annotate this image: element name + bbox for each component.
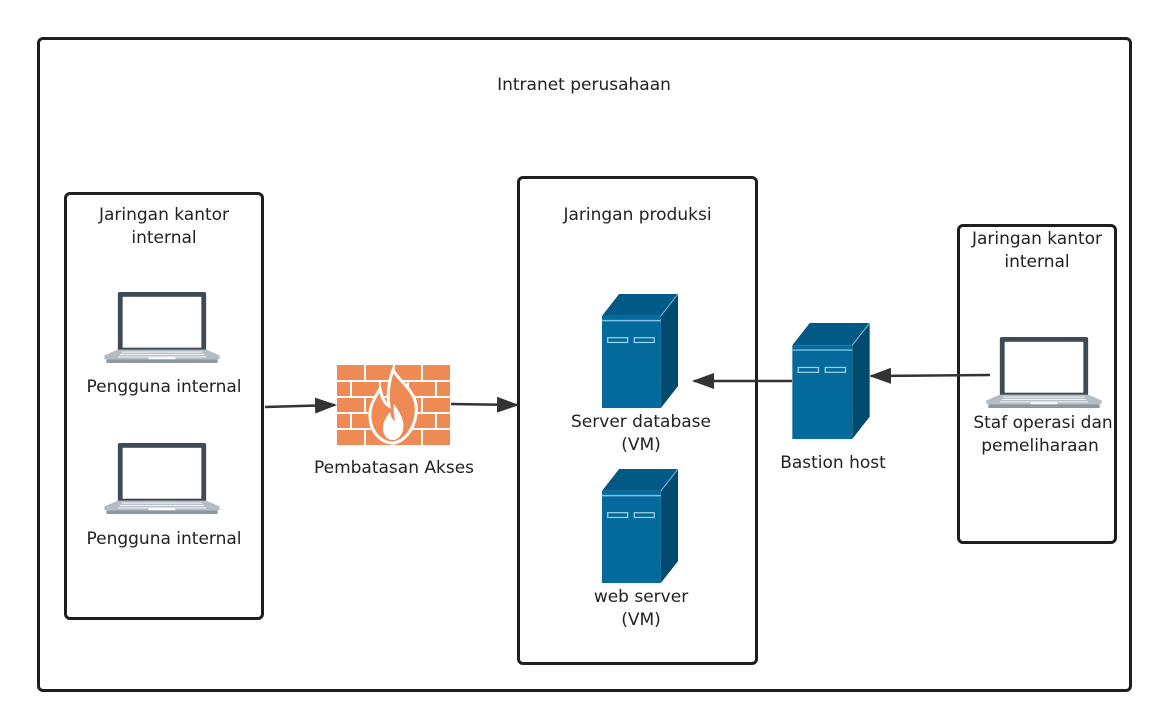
bastion-server-icon [792, 323, 870, 439]
right-group-title-line1: Jaringan kantor [971, 229, 1103, 249]
laptop-icon [104, 292, 220, 364]
production-network [517, 176, 758, 665]
db-server-label-line2: (VM) [621, 435, 661, 455]
firewall-label: Pembatasan Akses [313, 458, 475, 478]
web-server-label-line2: (VM) [621, 610, 661, 630]
arrow-ops-to-bastion [869, 367, 991, 384]
left-group-title-line1: Jaringan kantor [98, 205, 230, 225]
ops-staff-label-line1: Staf operasi dan [973, 413, 1113, 433]
laptop-icon [104, 443, 220, 515]
db-server-label-line1: Server database [571, 412, 711, 432]
laptop-icon [986, 337, 1102, 409]
firewall-icon [337, 365, 450, 445]
bastion-label: Bastion host [780, 453, 886, 473]
left-group-title-line2: internal [131, 228, 197, 248]
right-office-network [957, 224, 1117, 544]
left-office-network [64, 192, 264, 620]
user-label-1: Pengguna internal [86, 377, 242, 397]
intranet-container [37, 37, 1132, 692]
intranet-title: Intranet perusahaan [497, 75, 671, 95]
web-server-label-line1: web server [593, 587, 689, 607]
web-server-icon [601, 469, 679, 583]
ops-staff-label-line2: pemeliharaan [981, 436, 1099, 456]
arrow-users-to-firewall [264, 397, 337, 414]
production-title: Jaringan produksi [563, 205, 712, 225]
user-label-2: Pengguna internal [86, 529, 242, 549]
right-group-title-line2: internal [1004, 252, 1070, 272]
database-server-icon [601, 294, 679, 408]
arrow-firewall-to-production [450, 396, 519, 413]
